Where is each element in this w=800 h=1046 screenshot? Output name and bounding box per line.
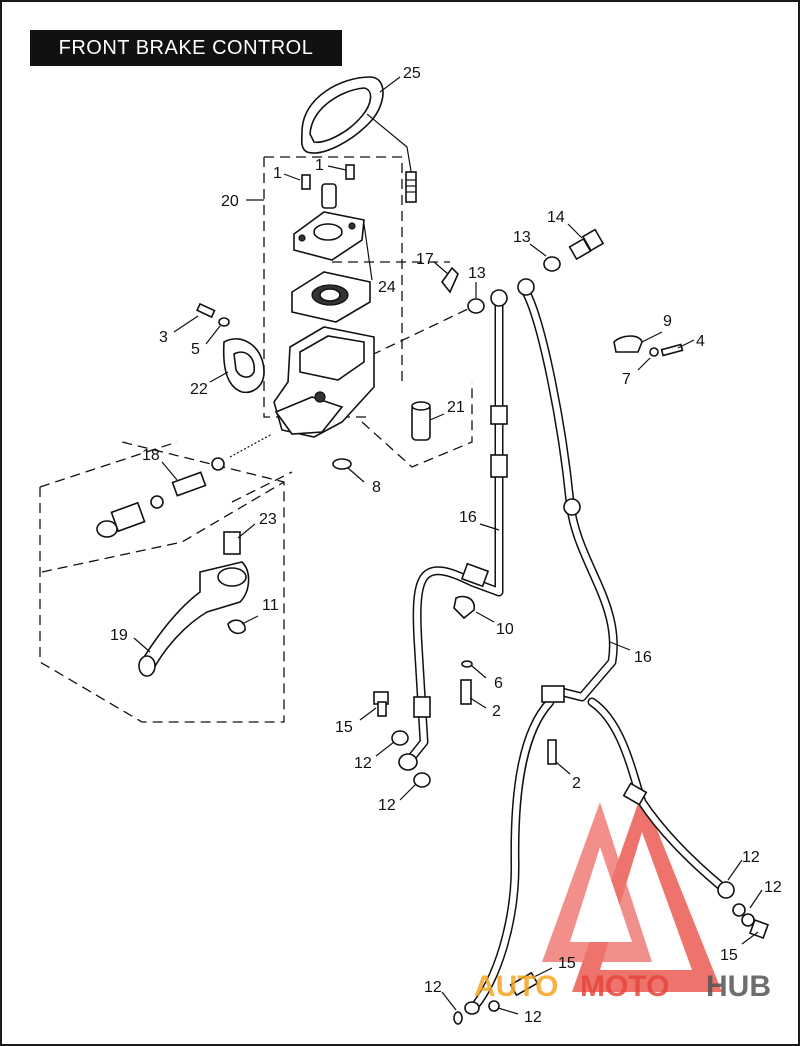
callout-3: 3 [159, 329, 168, 346]
screw-2-upper [460, 679, 472, 705]
washer-12-d [741, 913, 755, 927]
callout-18: 18 [142, 447, 160, 464]
callout-7: 7 [622, 371, 631, 388]
hose-junction [541, 685, 565, 703]
callout-1-left: 1 [273, 165, 282, 182]
clamp-screw [195, 302, 216, 319]
banjo-bolt-15-bottom [509, 971, 539, 997]
callout-24: 24 [378, 279, 396, 296]
callout-13-left: 13 [468, 265, 486, 282]
callout-20: 20 [221, 193, 239, 210]
hose-clamp-9 [613, 335, 643, 353]
watermark-part2: MOTO [580, 970, 669, 1003]
lever-clip [227, 619, 246, 635]
washer-12-a [391, 730, 409, 746]
hose-clamp-10 [453, 595, 475, 620]
callout-12-f: 12 [524, 1009, 542, 1026]
brake-hose-lower [464, 685, 735, 1015]
callout-11: 11 [262, 597, 279, 614]
piston-assembly [96, 433, 273, 538]
brake-light-switch [440, 266, 459, 294]
mirror [300, 76, 417, 203]
callout-16-upper: 16 [459, 509, 477, 526]
screw-2-lower [547, 739, 557, 765]
cover-screws [301, 164, 355, 190]
banjo-bolt-15-right [749, 919, 769, 939]
callout-8: 8 [372, 479, 381, 496]
callout-12-b: 12 [378, 797, 396, 814]
callout-14: 14 [547, 209, 565, 226]
washer-13-left [467, 298, 485, 314]
watermark-text: AUTO MOTO HUB [474, 970, 771, 1003]
callout-19: 19 [110, 627, 128, 644]
callout-12-d: 12 [764, 879, 782, 896]
callout-15-left: 15 [335, 719, 353, 736]
washer-12-f [488, 1000, 500, 1012]
master-cylinder-body [273, 326, 375, 438]
callout-1-right: 1 [315, 157, 324, 174]
callout-12-e: 12 [424, 979, 442, 996]
washer-12-e [453, 1011, 463, 1025]
callout-labels: 25 1 1 20 24 17 13 13 14 3 5 22 9 4 7 21… [110, 65, 782, 1026]
callout-21: 21 [447, 399, 465, 416]
callout-15-right: 15 [720, 947, 738, 964]
callout-2-upper: 2 [492, 703, 501, 720]
brake-hose-left [398, 289, 508, 771]
callout-17: 17 [416, 251, 434, 268]
callout-12-c: 12 [742, 849, 760, 866]
callout-9: 9 [663, 313, 672, 330]
reservoir-diaphragm [291, 271, 371, 323]
callout-2-lower: 2 [572, 775, 581, 792]
lever-bushing [223, 531, 241, 555]
callout-6: 6 [494, 675, 503, 692]
handlebar-clamp [222, 338, 265, 394]
callout-23: 23 [259, 511, 277, 528]
brake-hose-right [517, 278, 618, 702]
washer-8 [332, 458, 352, 470]
reservoir-cover [293, 211, 365, 261]
callout-15-bottom: 15 [558, 955, 576, 972]
callout-4: 4 [696, 333, 705, 350]
callout-13-right: 13 [513, 229, 531, 246]
callout-25: 25 [403, 65, 421, 82]
clamp-washer [218, 317, 230, 327]
banjo-bolt-15-left [373, 691, 389, 717]
washer-13-right [543, 256, 561, 272]
washer-12-c [732, 903, 746, 917]
callout-10: 10 [496, 621, 514, 638]
reservoir-plug [321, 183, 337, 209]
watermark-part1: AUTO [474, 970, 558, 1003]
banjo-bolt-14 [568, 228, 605, 261]
watermark-logo-icon [542, 792, 722, 992]
callout-5: 5 [191, 341, 200, 358]
brake-lever [138, 561, 250, 677]
callout-12-a: 12 [354, 755, 372, 772]
watermark-part3: HUB [706, 970, 771, 1003]
diagram-title: FRONT BRAKE CONTROL [30, 30, 342, 66]
callout-16-lower: 16 [634, 649, 652, 666]
assembly-outlines [39, 156, 473, 723]
washer-12-b [413, 772, 431, 788]
leader-lines [133, 76, 763, 1015]
callout-22: 22 [190, 381, 208, 398]
